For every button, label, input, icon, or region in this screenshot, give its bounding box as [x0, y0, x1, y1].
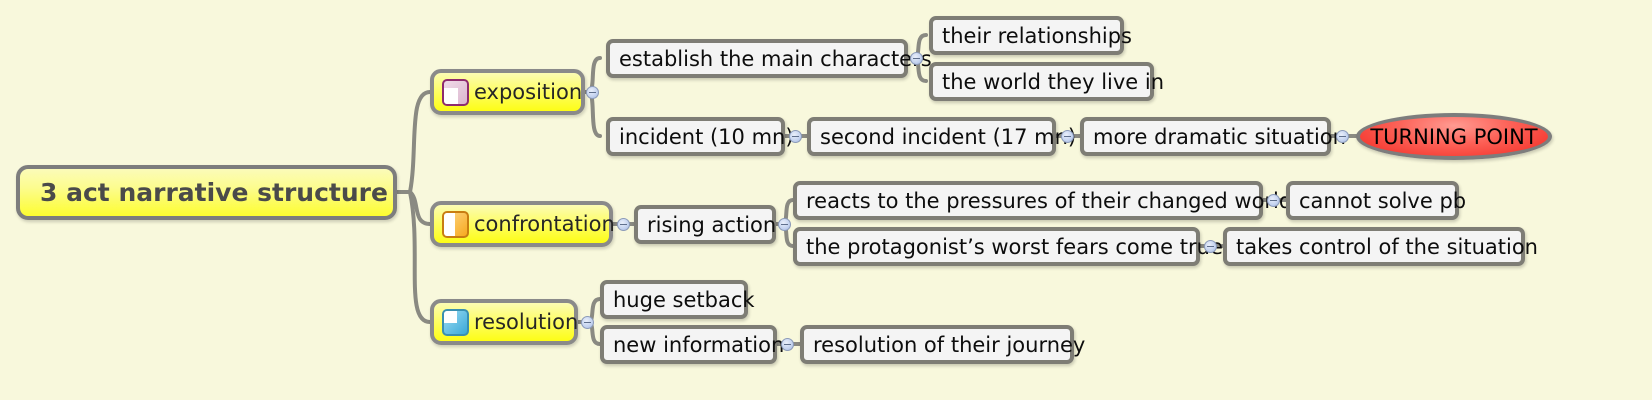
act-node-exposition[interactable]: exposition — [430, 69, 585, 115]
node-huge-setback[interactable]: huge setback — [600, 280, 755, 319]
node-worst-fears-come-true[interactable]: the protagonist’s worst fears come true — [793, 227, 1223, 266]
collapse-dot-more-dramatic[interactable] — [1336, 130, 1349, 143]
node-second-incident[interactable]: second incident (17 mn) — [807, 117, 1076, 156]
collapse-dot-reacts-to-pressures[interactable] — [1267, 194, 1280, 207]
node-new-information[interactable]: new information — [600, 325, 784, 364]
node-their-relationships[interactable]: their relationships — [929, 16, 1132, 55]
node-new-information-label: new information — [613, 332, 785, 357]
collapse-dot-establish-characters[interactable] — [910, 52, 923, 65]
node-establish-main-characters-label: establish the main characters — [619, 46, 932, 71]
collapse-dot-rising-action[interactable] — [778, 218, 791, 231]
node-more-dramatic-situation[interactable]: more dramatic situation — [1080, 117, 1346, 156]
node-reacts-to-pressures-label: reacts to the pressures of their changed… — [806, 188, 1293, 213]
act-node-resolution[interactable]: resolution — [430, 299, 578, 345]
node-huge-setback-label: huge setback — [613, 287, 755, 312]
node-resolution-of-journey-label: resolution of their journey — [813, 332, 1086, 357]
node-reacts-to-pressures[interactable]: reacts to the pressures of their changed… — [793, 181, 1292, 220]
square-blue-icon — [442, 308, 469, 336]
node-turning-point-label: TURNING POINT — [1370, 124, 1538, 149]
collapse-dot-new-information[interactable] — [781, 338, 794, 351]
node-resolution-of-journey[interactable]: resolution of their journey — [800, 325, 1085, 364]
node-the-world-they-live-in-label: the world they live in — [942, 69, 1165, 94]
node-establish-main-characters[interactable]: establish the main characters — [606, 39, 932, 78]
node-the-world-they-live-in[interactable]: the world they live in — [929, 62, 1164, 101]
node-second-incident-label: second incident (17 mn) — [820, 124, 1077, 149]
collapse-dot-exposition[interactable] — [586, 86, 599, 99]
collapse-dot-second-incident[interactable] — [1061, 130, 1074, 143]
root-node[interactable]: 3 act narrative structure — [16, 165, 397, 220]
node-cannot-solve-pb[interactable]: cannot solve pb — [1286, 181, 1466, 220]
node-more-dramatic-situation-label: more dramatic situation — [1093, 124, 1346, 149]
node-rising-action-label: rising action — [647, 212, 777, 237]
act-node-exposition-label: exposition — [474, 80, 583, 104]
node-takes-control-label: takes control of the situation — [1236, 234, 1538, 259]
collapse-dot-confrontation[interactable] — [617, 218, 630, 231]
node-incident[interactable]: incident (10 mn) — [606, 117, 794, 156]
collapse-dot-resolution[interactable] — [581, 316, 594, 329]
root-node-label: 3 act narrative structure — [40, 178, 388, 207]
square-purple-icon — [442, 78, 469, 106]
node-takes-control[interactable]: takes control of the situation — [1223, 227, 1538, 266]
act-node-confrontation[interactable]: confrontation — [430, 201, 615, 247]
act-node-resolution-label: resolution — [474, 310, 579, 334]
collapse-dot-worst-fears[interactable] — [1204, 240, 1217, 253]
node-incident-label: incident (10 mn) — [619, 124, 794, 149]
collapse-dot-incident[interactable] — [789, 130, 802, 143]
node-cannot-solve-pb-label: cannot solve pb — [1299, 188, 1467, 213]
node-turning-point[interactable]: TURNING POINT — [1356, 113, 1552, 160]
square-orange-icon — [442, 210, 469, 238]
node-rising-action[interactable]: rising action — [634, 205, 776, 244]
node-their-relationships-label: their relationships — [942, 23, 1132, 48]
node-worst-fears-come-true-label: the protagonist’s worst fears come true — [806, 234, 1223, 259]
act-node-confrontation-label: confrontation — [474, 212, 615, 236]
